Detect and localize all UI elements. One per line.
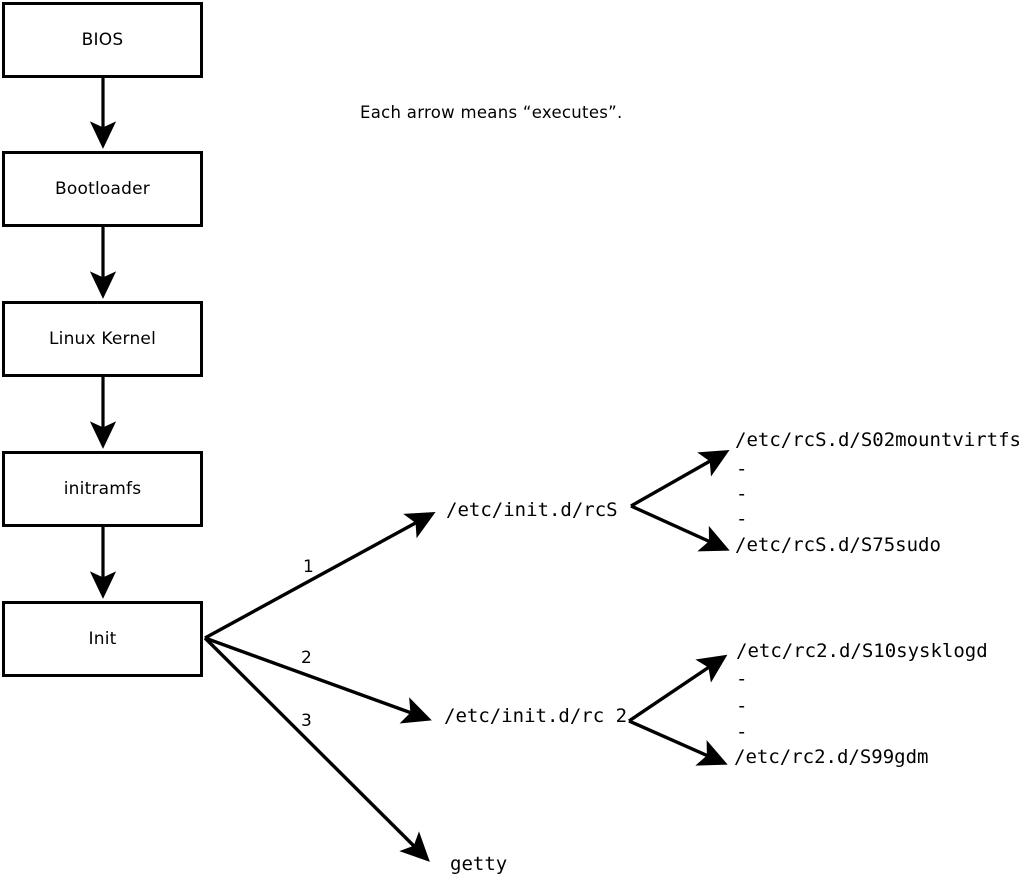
init-branch-arrow-3 — [203, 636, 430, 862]
rc2-arrow-last — [628, 719, 728, 766]
init-branch-arrows — [203, 512, 436, 862]
rcs-ellipsis-dash-1: - — [736, 458, 748, 480]
rc2-ellipsis-dash-3: - — [736, 721, 748, 743]
init-branch-number-2: 2 — [301, 648, 312, 668]
node-bios-label: BIOS — [81, 29, 124, 50]
node-initramfs-label: initramfs — [63, 478, 142, 499]
init-branch-arrow-2 — [204, 636, 432, 724]
rcs-ellipsis-dash-3: - — [736, 508, 748, 530]
node-linux-kernel-label: Linux Kernel — [48, 328, 156, 349]
rcs-ellipsis-dash-2: - — [736, 483, 748, 505]
rcs-script-first: /etc/rcS.d/S02mountvirtfs — [735, 429, 1021, 451]
rcs-arrow-last — [630, 504, 730, 552]
node-linux-kernel: Linux Kernel — [2, 301, 203, 377]
node-bios: BIOS — [2, 2, 203, 78]
node-rcs-script: /etc/init.d/rcS — [446, 499, 618, 521]
rc2-ellipsis-dash-2: - — [736, 695, 748, 717]
node-init-label: Init — [88, 628, 117, 649]
node-getty: getty — [450, 853, 508, 875]
rcs-arrow-first — [630, 449, 730, 508]
init-branch-arrow-1 — [204, 512, 436, 640]
node-bootloader: Bootloader — [2, 151, 203, 227]
diagram-caption: Each arrow means “executes”. — [360, 103, 623, 122]
node-rc2-script: /etc/init.d/rc 2 — [444, 705, 628, 727]
rc2-script-first: /etc/rc2.d/S10sysklogd — [736, 640, 988, 662]
rc2-script-last: /etc/rc2.d/S99gdm — [734, 746, 929, 768]
rc2-fanout-arrows — [628, 654, 728, 766]
rcs-script-last: /etc/rcS.d/S75sudo — [735, 534, 941, 556]
node-initramfs: initramfs — [2, 451, 203, 527]
rc2-arrow-first — [628, 654, 728, 723]
node-init: Init — [2, 601, 203, 677]
rc2-ellipsis-dash-1: - — [736, 668, 748, 690]
rcs-fanout-arrows — [630, 449, 730, 552]
node-bootloader-label: Bootloader — [55, 178, 150, 199]
init-branch-number-3: 3 — [301, 711, 312, 731]
init-branch-number-1: 1 — [303, 557, 314, 577]
